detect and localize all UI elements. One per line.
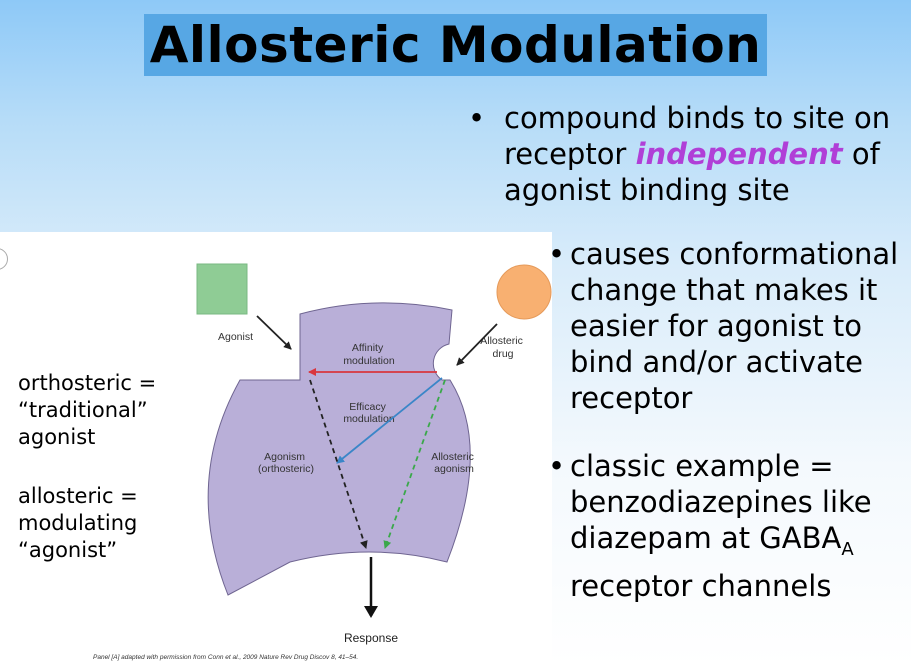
orthosteric-note: orthosteric = “traditional” agonist [18, 370, 156, 451]
note-line: modulating [18, 511, 138, 535]
figure-caption: Panel [A] adapted with permission from C… [93, 654, 359, 661]
note-line: orthosteric = [18, 371, 157, 395]
bullet-line-pre: receptor [504, 137, 636, 171]
bullet-line: classic example = [570, 449, 834, 483]
drug-binding-arrow [456, 323, 498, 366]
efficacy-modulation-arrow [336, 377, 443, 464]
bullet-line: receptor independent of [504, 136, 908, 172]
bullet-line: benzodiazepines like [570, 485, 872, 519]
allosteric-drug-label-line: Allosteric [480, 335, 523, 347]
bullet-line: easier for agonist to [570, 309, 863, 343]
allosteric-drug-circle [496, 264, 552, 320]
allosteric-agonism-label-line: agonism [434, 463, 474, 475]
agonist-label: Agonist [218, 331, 253, 343]
efficacy-modulation-label: Efficacy modulation [343, 401, 395, 425]
diagram-panel: Agonist Allosteric drug Affinity modulat… [0, 232, 552, 666]
affinity-label-line: modulation [343, 355, 395, 367]
bullet-line: agonist binding site [504, 173, 790, 207]
note-line: “agonist” [18, 538, 118, 562]
bullet-text: causes conformational change that makes … [570, 236, 911, 416]
bullet-marker: • [468, 101, 486, 135]
bullet-marker: • [548, 449, 566, 483]
note-line: agonist [18, 425, 96, 449]
efficacy-label-line: modulation [343, 413, 395, 425]
affinity-modulation-label: Affinity modulation [343, 342, 395, 367]
agonism-label-line: (orthosteric) [258, 463, 314, 475]
gaba-text: diazepam at GABA [570, 521, 842, 555]
allosteric-drug-label-line: drug [492, 348, 513, 360]
allosteric-agonism-label: Allosteric agonism [431, 451, 477, 475]
bullet-line: receptor [570, 381, 693, 415]
emphasis-independent: independent [635, 137, 843, 171]
bullet-line: bind and/or activate [570, 345, 863, 379]
slide-title: Allosteric Modulation [143, 14, 768, 76]
orthosteric-agonism-arrow [309, 379, 368, 549]
agonist-binding-arrow [256, 315, 292, 350]
affinity-label-line: Affinity [352, 342, 384, 354]
bullet-line: causes conformational [570, 237, 899, 271]
allosteric-diagram: Agonist Allosteric drug Affinity modulat… [196, 263, 552, 645]
gaba-subscript: A [841, 538, 854, 560]
allosteric-drug-label: Allosteric drug [480, 335, 526, 360]
agonism-label: Agonism (orthosteric) [258, 451, 314, 475]
note-line: “traditional” [18, 398, 148, 422]
receptor-shape [207, 302, 471, 596]
efficacy-label-line: Efficacy [349, 401, 386, 413]
bullet-marker: • [548, 237, 566, 271]
bullet-text: compound binds to site on receptor indep… [504, 100, 908, 208]
bullet-line: change that makes it [570, 273, 878, 307]
allosteric-note: allosteric = modulating “agonist” [18, 483, 138, 564]
bullet-line-post: of [842, 137, 880, 171]
bullet-line: receptor channels [570, 568, 832, 603]
response-label: Response [344, 631, 398, 645]
title-wrap: Allosteric Modulation [0, 14, 911, 76]
agonism-label-line: Agonism [264, 451, 305, 463]
agonist-square [196, 263, 248, 315]
bullet-line: compound binds to site on [504, 101, 891, 135]
bullet-text: classic example = benzodiazepines like d… [570, 448, 911, 604]
allosteric-agonism-arrow [383, 379, 446, 549]
allosteric-agonism-label-line: Allosteric [431, 451, 474, 463]
bullet-line: diazepam at GABAA [570, 520, 911, 568]
note-line: allosteric = [18, 484, 138, 508]
